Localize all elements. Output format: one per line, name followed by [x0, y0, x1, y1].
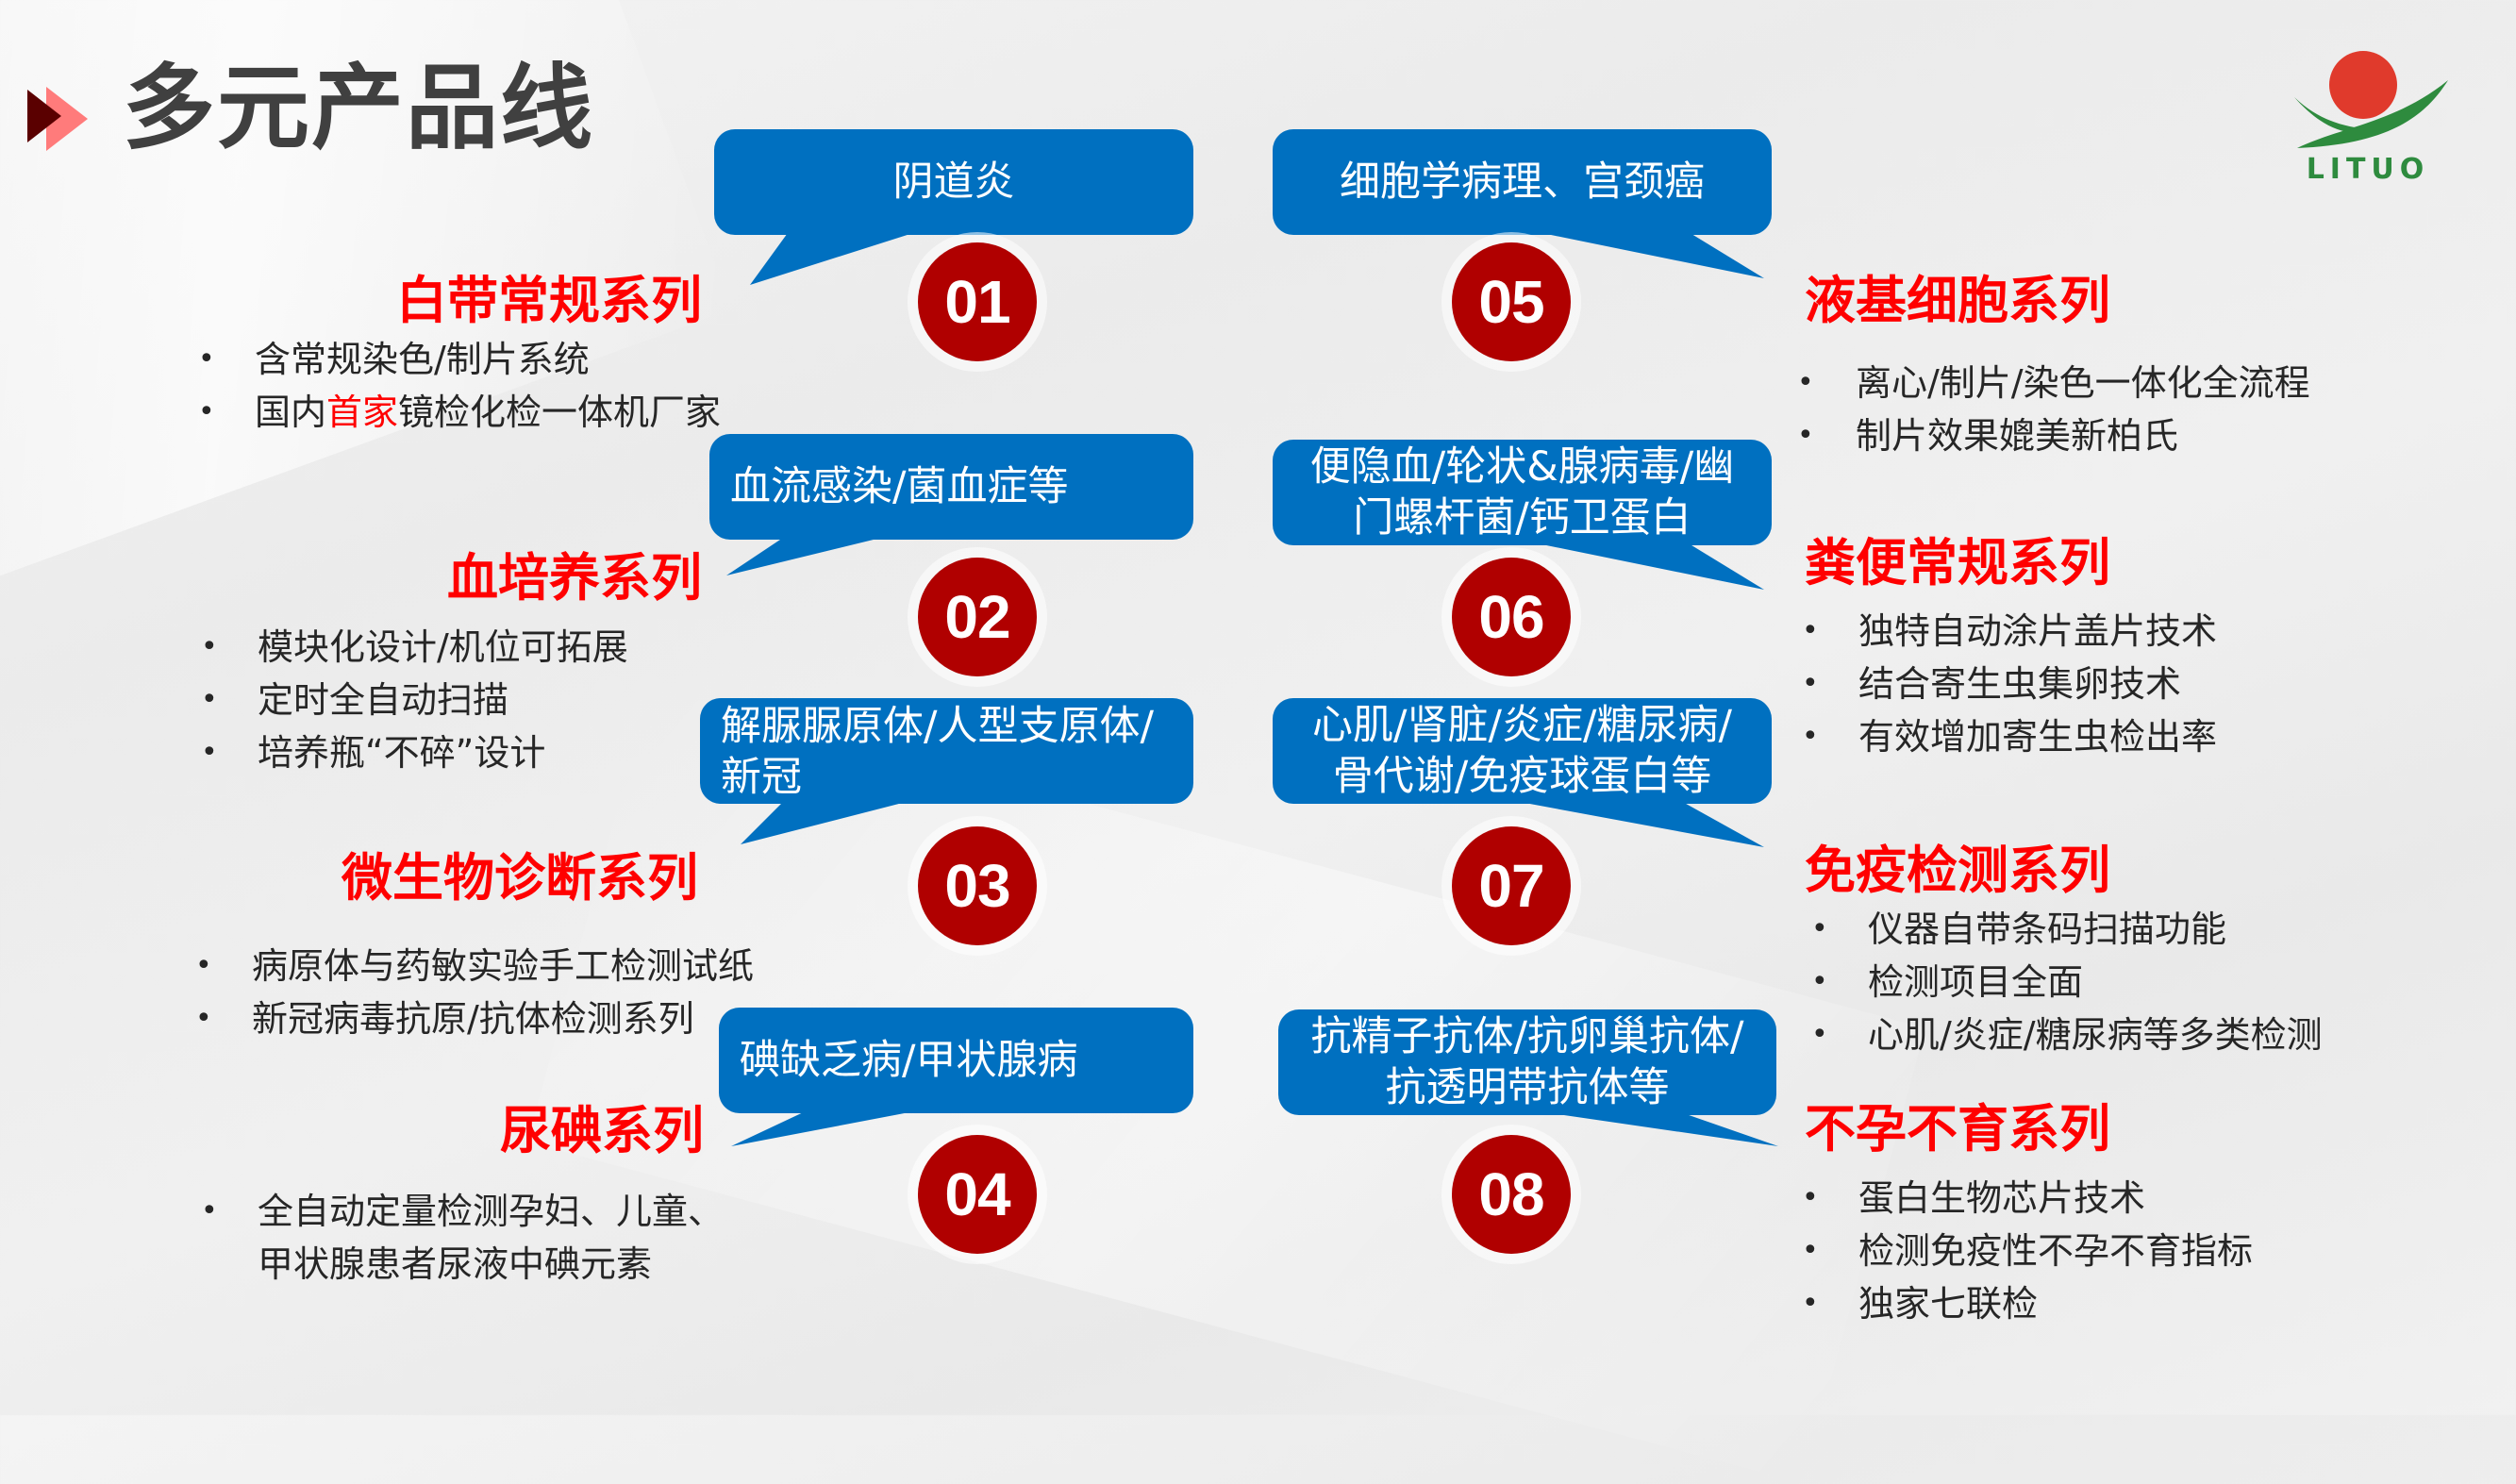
bullet-item: 检测免疫性不孕不育指标	[1802, 1225, 2253, 1277]
bullet-list-02: 模块化设计/机位可拓展 定时全自动扫描 培养瓶“不碎”设计	[201, 621, 628, 779]
bubble-05: 细胞学病理、宫颈癌	[1273, 129, 1772, 235]
page-title: 多元产品线	[123, 55, 595, 162]
number-badge-08: 08	[1441, 1125, 1581, 1264]
bubble-tail-08	[1519, 1109, 1778, 1146]
bubble-tail-01	[750, 226, 934, 285]
number-badge-02: 02	[908, 547, 1047, 687]
number-badge-04: 04	[908, 1125, 1047, 1264]
bullet-list-06: 独特自动涂片盖片技术 结合寄生虫集卵技术 有效增加寄生虫检出率	[1802, 605, 2217, 763]
number-text: 05	[1452, 242, 1571, 361]
bubble-02: 血流感染/菌血症等	[709, 434, 1193, 540]
number-badge-07: 07	[1441, 816, 1581, 956]
bullet-item: 仪器自带条码扫描功能	[1811, 903, 2323, 956]
bubble-tail-04	[731, 1109, 929, 1146]
number-badge-01: 01	[908, 232, 1047, 372]
bullet-list-01: 含常规染色/制片系统 国内首家镜检化检一体机厂家	[198, 333, 721, 439]
number-text: 04	[918, 1135, 1037, 1254]
bullet-item: 定时全自动扫描	[201, 674, 628, 726]
number-text: 01	[918, 242, 1037, 361]
number-badge-03: 03	[908, 816, 1047, 956]
series-title-07: 免疫检测系列	[1805, 841, 2110, 900]
bullet-item: 独家七联检	[1802, 1277, 2253, 1330]
series-title-02: 血培养系列	[447, 548, 702, 608]
bullet-list-03: 病原体与药敏实验手工检测试纸 新冠病毒抗原/抗体检测系列	[195, 940, 754, 1045]
bullet-item-continuation: 甲状腺患者尿液中碘元素	[258, 1243, 653, 1285]
number-text: 08	[1452, 1135, 1571, 1254]
series-title-06: 粪便常规系列	[1805, 533, 2110, 592]
bubble-tail-07	[1509, 800, 1764, 847]
bubble-tail-02	[726, 528, 920, 575]
bullet-item: 含常规染色/制片系统	[198, 333, 721, 386]
bullet-list-05: 离心/制片/染色一体化全流程 制片效果媲美新柏氏	[1797, 357, 2310, 462]
bullet-item: 检测项目全面	[1811, 956, 2323, 1009]
bubble-tail-06	[1509, 538, 1764, 590]
bullet-item: 离心/制片/染色一体化全流程	[1797, 357, 2310, 409]
bubble-01: 阴道炎	[714, 129, 1193, 235]
logo-text: LITUO	[2306, 153, 2430, 186]
bubble-tail-03	[741, 797, 925, 844]
number-badge-05: 05	[1441, 232, 1581, 372]
number-badge-06: 06	[1441, 547, 1581, 687]
bubble-08: 抗精子抗体/抗卵巢抗体/抗透明带抗体等	[1278, 1009, 1776, 1115]
series-title-08: 不孕不育系列	[1805, 1099, 2110, 1159]
bubble-label: 抗精子抗体/抗卵巢抗体/抗透明带抗体等	[1310, 1013, 1744, 1111]
bubble-07: 心肌/肾脏/炎症/糖尿病/骨代谢/免疫球蛋白等	[1273, 698, 1772, 804]
bubble-label: 心肌/肾脏/炎症/糖尿病/骨代谢/免疫球蛋白等	[1312, 702, 1732, 800]
bubble-label: 血流感染/菌血症等	[730, 463, 1069, 510]
logo-mark-icon	[2294, 51, 2448, 148]
series-title-03: 微生物诊断系列	[342, 848, 698, 908]
bullet-list-04: 全自动定量检测孕妇、儿童、 甲状腺患者尿液中碘元素	[201, 1185, 724, 1291]
bubble-04: 碘缺乏病/甲状腺病	[719, 1008, 1193, 1113]
number-text: 03	[918, 826, 1037, 945]
bubble-03: 解脲脲原体/人型支原体/新冠	[700, 698, 1193, 804]
bullet-item: 蛋白生物芯片技术	[1802, 1172, 2253, 1225]
bubble-06: 便隐血/轮状&腺病毒/幽门螺杆菌/钙卫蛋白	[1273, 440, 1772, 545]
bullet-item: 模块化设计/机位可拓展	[201, 621, 628, 674]
bullet-item: 新冠病毒抗原/抗体检测系列	[195, 992, 754, 1045]
bullet-item: 心肌/炎症/糖尿病等多类检测	[1811, 1009, 2323, 1061]
bullet-item: 国内首家镜检化检一体机厂家	[198, 386, 721, 439]
bullet-item: 病原体与药敏实验手工检测试纸	[195, 940, 754, 992]
bullet-item: 有效增加寄生虫检出率	[1802, 710, 2217, 763]
number-text: 07	[1452, 826, 1571, 945]
number-text: 06	[1452, 558, 1571, 676]
bubble-label: 解脲脲原体/人型支原体/新冠	[721, 703, 1154, 801]
series-title-01: 白带常规系列	[396, 271, 702, 330]
bullet-item: 结合寄生虫集卵技术	[1802, 658, 2217, 710]
number-text: 02	[918, 558, 1037, 676]
bullet-list-07: 仪器自带条码扫描功能 检测项目全面 心肌/炎症/糖尿病等多类检测	[1811, 903, 2323, 1061]
series-title-05: 液基细胞系列	[1805, 271, 2110, 330]
bubble-tail-05	[1509, 226, 1764, 278]
bullet-item: 制片效果媲美新柏氏	[1797, 409, 2310, 462]
bubble-label: 便隐血/轮状&腺病毒/幽门螺杆菌/钙卫蛋白	[1309, 443, 1735, 542]
bubble-label: 碘缺乏病/甲状腺病	[740, 1037, 1078, 1084]
highlight-text: 首家	[326, 392, 399, 433]
bubble-label: 细胞学病理、宫颈癌	[1340, 158, 1705, 206]
bullet-item: 培养瓶“不碎”设计	[201, 726, 628, 779]
bullet-list-08: 蛋白生物芯片技术 检测免疫性不孕不育指标 独家七联检	[1802, 1172, 2253, 1330]
bullet-item: 全自动定量检测孕妇、儿童、	[201, 1185, 724, 1238]
series-title-04: 尿碘系列	[500, 1101, 704, 1160]
lituo-logo: LITUO	[2283, 33, 2453, 193]
bullet-item: 独特自动涂片盖片技术	[1802, 605, 2217, 658]
bubble-label: 阴道炎	[892, 158, 1015, 206]
title-arrow-icon-dark	[27, 90, 61, 142]
